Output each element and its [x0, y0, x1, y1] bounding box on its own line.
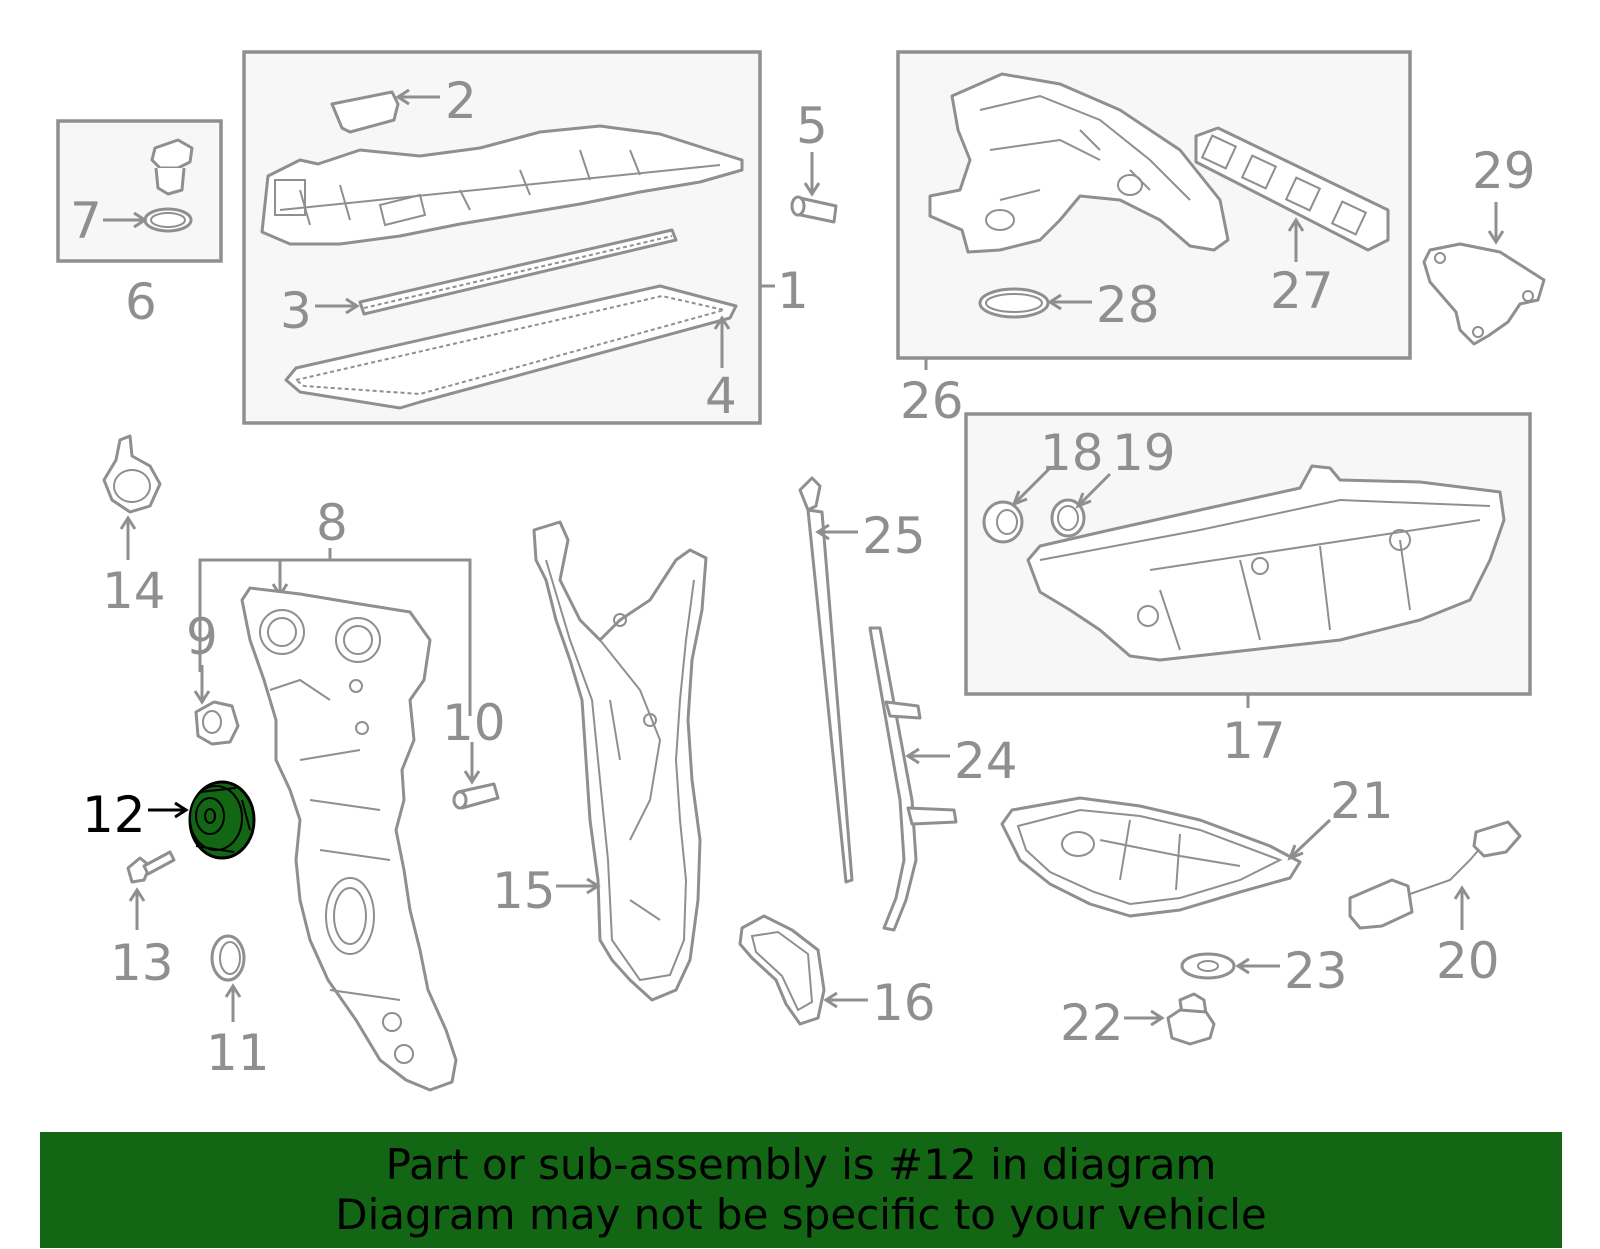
- part-cover-plate-2[interactable]: [330, 90, 400, 134]
- callout-24: 24: [954, 732, 1018, 790]
- callout-9: 9: [186, 608, 218, 666]
- callout-3: 3: [280, 282, 312, 340]
- callout-4: 4: [705, 367, 737, 425]
- part-dipstick-guide-24[interactable]: [868, 626, 958, 932]
- callout-12: 12: [82, 786, 146, 844]
- callout-10: 10: [442, 694, 506, 752]
- part-dowel-10[interactable]: [452, 782, 500, 810]
- info-banner: Part or sub-assembly is #12 in diagram D…: [40, 1132, 1562, 1248]
- callout-23: 23: [1284, 942, 1348, 1000]
- part-gasket-4[interactable]: [284, 284, 738, 410]
- leader-8: [198, 548, 472, 716]
- part-gasket-16[interactable]: [738, 914, 826, 1026]
- callout-11: 11: [206, 1024, 270, 1082]
- callout-2: 2: [445, 72, 477, 130]
- part-ring-28[interactable]: [978, 287, 1050, 319]
- callout-27: 27: [1270, 262, 1334, 320]
- part-dowel-5[interactable]: [790, 195, 838, 224]
- part-oil-pan-upper[interactable]: [1026, 464, 1506, 662]
- part-crankshaft-pulley-12[interactable]: [188, 780, 256, 860]
- banner-line-1: Part or sub-assembly is #12 in diagram: [385, 1140, 1217, 1189]
- callout-21: 21: [1330, 772, 1394, 830]
- part-plug-9[interactable]: [194, 700, 240, 746]
- part-timing-cover-8[interactable]: [240, 586, 458, 1092]
- callout-14: 14: [102, 562, 166, 620]
- part-cylinder-head-cover[interactable]: [260, 124, 744, 246]
- part-gasket-19[interactable]: [1050, 498, 1086, 538]
- callout-16: 16: [872, 974, 936, 1032]
- callout-1: 1: [777, 262, 809, 320]
- parts-diagram: 7 6 2 3 4 1 5: [56, 50, 1546, 1092]
- callout-19: 19: [1112, 424, 1176, 482]
- part-drain-plug-22[interactable]: [1166, 992, 1216, 1046]
- part-seal-14[interactable]: [102, 434, 162, 514]
- callout-28: 28: [1096, 276, 1160, 334]
- part-plug-18[interactable]: [982, 500, 1024, 544]
- callout-5: 5: [796, 97, 828, 155]
- leader-21: [1290, 818, 1332, 858]
- banner-line-2: Diagram may not be specific to your vehi…: [335, 1190, 1267, 1239]
- leader-18: [1014, 466, 1052, 504]
- callout-17: 17: [1222, 712, 1286, 770]
- part-timing-case-15[interactable]: [532, 520, 708, 1002]
- callout-7: 7: [70, 192, 102, 250]
- callout-20: 20: [1436, 932, 1500, 990]
- leader-19: [1078, 472, 1112, 506]
- callout-13: 13: [110, 934, 174, 992]
- callout-22: 22: [1060, 994, 1124, 1052]
- part-oil-level-sensor-20[interactable]: [1348, 820, 1522, 930]
- callout-8: 8: [316, 494, 348, 552]
- callout-25: 25: [862, 507, 926, 565]
- part-bracket-29[interactable]: [1422, 242, 1546, 346]
- callout-6: 6: [125, 273, 157, 331]
- part-oil-dipstick-25[interactable]: [798, 476, 854, 884]
- callout-18: 18: [1040, 424, 1104, 482]
- part-oil-pan-21[interactable]: [1000, 796, 1302, 918]
- callout-15: 15: [492, 862, 556, 920]
- part-bolt-13[interactable]: [126, 850, 176, 884]
- part-intake-manifold[interactable]: [928, 72, 1230, 254]
- part-o-ring-7[interactable]: [143, 207, 193, 233]
- callout-29: 29: [1472, 142, 1536, 200]
- part-drain-gasket-23[interactable]: [1180, 952, 1236, 980]
- part-gasket-27[interactable]: [1194, 126, 1390, 252]
- callout-26: 26: [900, 372, 964, 430]
- group-box-6: [56, 119, 223, 263]
- part-oil-filler-cap[interactable]: [150, 138, 194, 196]
- part-oil-seal-11[interactable]: [210, 934, 246, 982]
- part-gasket-3[interactable]: [358, 228, 678, 316]
